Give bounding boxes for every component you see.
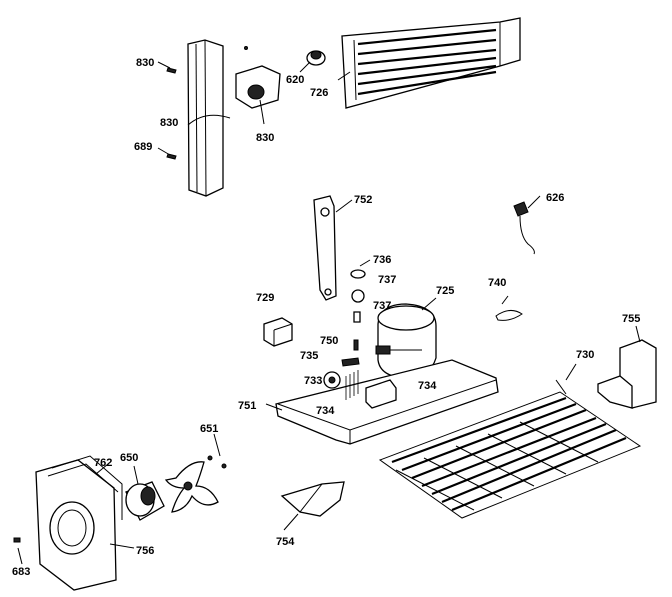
- label-737-grommet-lower: 737: [373, 300, 391, 312]
- label-729-relay: 729: [256, 292, 274, 304]
- label-725-compressor: 725: [436, 285, 454, 297]
- fan-motor-drawing: [125, 465, 165, 521]
- label-730-evaporator-grid: 730: [576, 349, 594, 361]
- compressor-drawing: [375, 297, 437, 379]
- label-750-bolt: 750: [320, 335, 338, 347]
- label-754-drain-pan: 754: [276, 536, 295, 548]
- angle-bracket-drawing: [597, 325, 657, 409]
- label-756-fan-shroud: 756: [136, 545, 154, 557]
- label-734-mount-left: 734: [316, 405, 335, 417]
- thermostat-knob-drawing: [299, 50, 326, 73]
- evaporator-grid-drawing: [378, 363, 642, 519]
- label-735-clamp: 735: [300, 350, 318, 362]
- fan-shroud-drawing: [35, 455, 135, 591]
- bracket-screw-drawing: [157, 61, 177, 74]
- label-733-valve: 733: [304, 375, 322, 387]
- label-740-clip: 740: [488, 277, 506, 289]
- label-830-bracket-screw: 830: [136, 57, 154, 69]
- fan-blade-drawing: [164, 433, 227, 513]
- side-screw-drawing: [157, 147, 177, 160]
- label-762-shroud-gasket: 762: [94, 457, 112, 469]
- label-620-thermostat-knob: 620: [286, 74, 304, 86]
- label-689-side-screw: 689: [134, 141, 152, 153]
- drain-pan-drawing: [280, 481, 345, 531]
- valve-drawing: [323, 371, 341, 389]
- base-pan-drawing: [265, 359, 499, 445]
- label-751-base-pan: 751: [238, 400, 256, 412]
- label-755-angle-bracket: 755: [622, 313, 640, 325]
- label-626-power-cord: 626: [546, 192, 564, 204]
- label-752-mounting-bracket: 752: [354, 194, 372, 206]
- power-cord-drawing: [513, 195, 541, 255]
- label-737-grommet-upper: 737: [378, 274, 396, 286]
- label-650-fan-motor: 650: [120, 452, 138, 464]
- label-736-grommet: 736: [373, 254, 391, 266]
- label-651-fan-screws: 651: [200, 423, 218, 435]
- relay-bracket-drawing: [235, 46, 281, 125]
- label-734-mount-right: 734: [418, 380, 437, 392]
- clamp-drawing: [341, 357, 360, 367]
- label-683-shroud-screw: 683: [12, 566, 30, 578]
- relay-drawing: [263, 317, 293, 347]
- label-830-channel-trim: 830: [160, 117, 178, 129]
- label-830-relay-bracket: 830: [256, 132, 274, 144]
- shroud-screw-drawing: [13, 537, 23, 565]
- mounting-bracket-drawing: [313, 195, 353, 301]
- label-726-condenser-coil: 726: [310, 87, 328, 99]
- clip-drawing: [495, 295, 523, 321]
- condenser-coil-drawing: [337, 17, 521, 109]
- channel-trim-drawing: [187, 39, 231, 197]
- bolt-drawing: [353, 339, 359, 351]
- grommets-drawing: [350, 259, 371, 323]
- part-labels: 830 830 830 689 620 726 752 626 736 737 …: [12, 57, 640, 578]
